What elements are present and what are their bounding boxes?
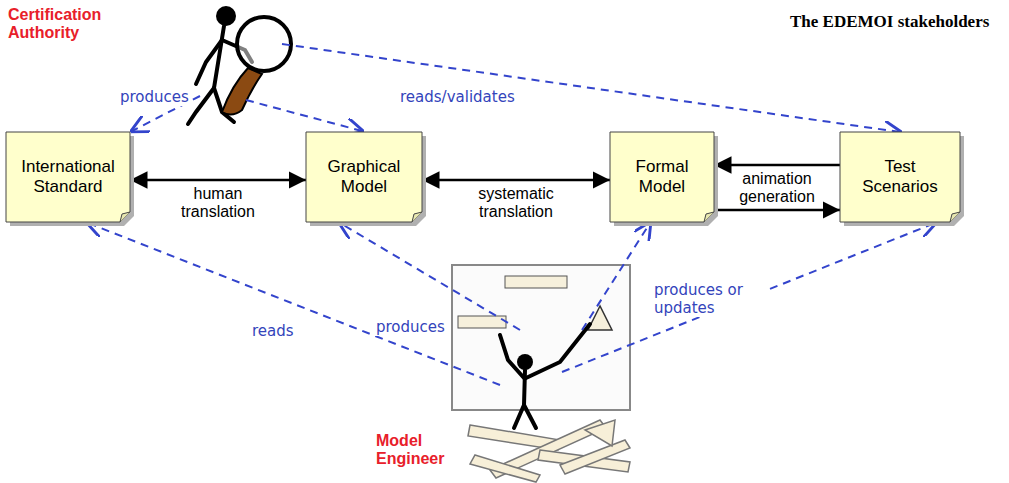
box-label: Graphical Model [314,157,414,198]
certification-authority-figure [188,6,291,124]
note-box: Test Scenarios [840,132,960,222]
arrow-label: animation [740,170,813,188]
stakeholder-name: Certification Authority [8,6,120,43]
box-label: Test Scenarios [848,157,952,198]
arrow-label: human translation [166,185,270,222]
stakeholder-relation [88,44,935,385]
flow-arrow [422,179,610,182]
relation-label: reads [250,322,296,340]
box-label: Formal Model [618,157,706,198]
arrow-label: generation [737,188,817,206]
note-box: International Standard [6,132,130,222]
note-box: Formal Model [610,132,714,222]
relation-label: produces or updates [652,281,766,317]
relation-label: produces [118,88,191,106]
stakeholder-name: Model Engineer [376,432,456,469]
flow-arrow [130,179,306,182]
diagram-title: The EDEMOI stakeholders [790,12,989,32]
drawing-board [452,265,630,410]
flow-arrow [714,209,840,212]
relation-label: reads/validates [398,88,517,106]
note-box: Graphical Model [306,132,422,222]
model-engineer-figure [500,324,590,428]
box-label: International Standard [14,157,122,198]
relation-label: produces [374,318,447,336]
arrow-label: systematic translation [464,185,568,222]
plank-pile [468,420,630,482]
flow-arrow [714,164,840,167]
